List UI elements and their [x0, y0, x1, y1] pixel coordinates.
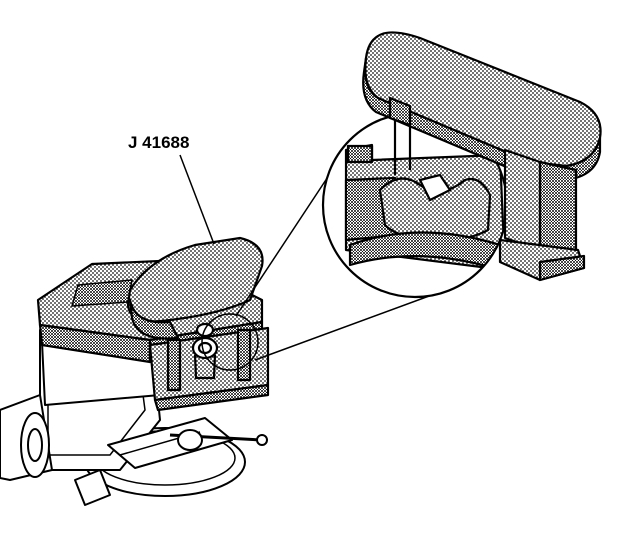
vise-slide — [107, 417, 233, 469]
callout-label: J 41688 — [128, 133, 189, 152]
detail-source-circle — [201, 313, 259, 371]
callout: J 41688 — [128, 133, 215, 245]
tool-j41688 — [36, 236, 270, 412]
callout-leader-line — [179, 154, 215, 245]
magnified-detail — [321, 31, 602, 299]
magnified-pillar — [503, 148, 542, 252]
